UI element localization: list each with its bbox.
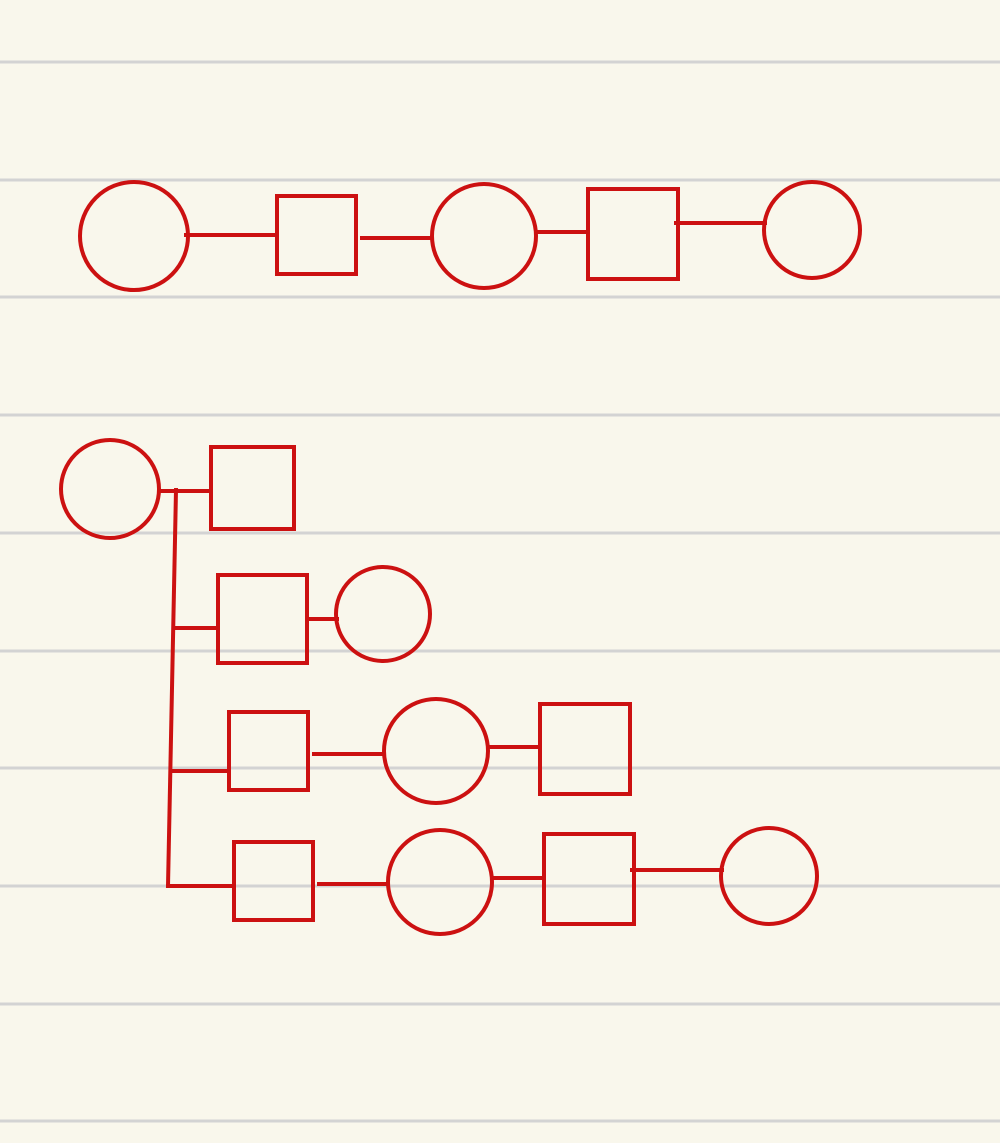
chain2-branch1-node-1-square: [209, 445, 296, 531]
chain1-node-4-square: [586, 187, 680, 281]
chain1-node-3-circle: [430, 182, 538, 290]
connector-lines: [157, 221, 767, 889]
chain2-branch2-node-2-circle: [334, 565, 432, 663]
chain2-branch3-node-3-square: [538, 702, 632, 796]
chain2-branch2-node-1-square: [216, 573, 309, 665]
chain2-trunk: [165, 487, 179, 889]
chain1-node-5-circle: [762, 180, 862, 280]
chain2-branch4-node-4-circle: [719, 826, 819, 926]
chain1-node-2-square: [275, 194, 358, 276]
chain2-branch4-node-1-square: [232, 840, 315, 922]
chain2-root-circle: [59, 438, 161, 540]
chain2-branch4-node-2-circle: [386, 828, 494, 936]
chain2-branch4-node-3-square: [542, 832, 636, 926]
ruled-lines: [0, 60, 1000, 1123]
chain2-branch3-node-2-circle: [382, 697, 490, 805]
diagram-nodes: [59, 180, 862, 936]
chain2-branch3-node-1-square: [227, 710, 310, 792]
chain1-node-1-circle: [78, 180, 190, 292]
